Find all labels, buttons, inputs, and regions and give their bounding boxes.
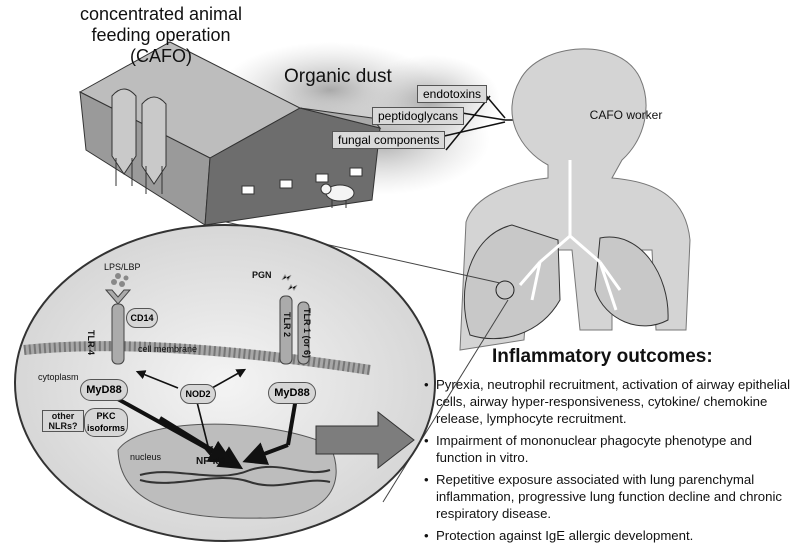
lps-label: LPS/LBP: [104, 262, 141, 272]
cytoplasm-label: cytoplasm: [38, 372, 79, 382]
pig-icon: [320, 183, 355, 208]
tlr1-label: TLR 1 (or 6): [302, 308, 312, 359]
outcome-item: Impairment of mononuclear phagocyte phen…: [422, 432, 798, 466]
myd88-right: MyD88: [268, 382, 316, 404]
outcomes-list: Pyrexia, neutrophil recruitment, activat…: [422, 376, 798, 544]
cafo-title: concentrated animal feeding operation (C…: [79, 4, 243, 66]
outcome-item: Pyrexia, neutrophil recruitment, activat…: [422, 376, 798, 427]
outcome-arrow: [315, 410, 415, 470]
myd88-left: MyD88: [80, 379, 128, 401]
cell-view: [14, 224, 436, 542]
endotoxins-box: endotoxins: [417, 85, 488, 103]
pkc-isoforms-label: PKC isoforms: [84, 408, 128, 437]
pgn-label: PGN: [252, 270, 272, 280]
peptidoglycans-box: peptidoglycans: [372, 107, 465, 125]
nod2-label: NOD2: [180, 384, 216, 404]
cd14-label: CD14: [126, 308, 158, 328]
tlr4-label: TLR 4: [86, 330, 96, 356]
inflammatory-outcomes: Inflammatory outcomes: Pyrexia, neutroph…: [422, 346, 798, 549]
fungal-components-box: fungal components: [332, 131, 446, 149]
nfkb-label: NF-κB: [196, 456, 226, 467]
outcome-item: Repetitive exposure associated with lung…: [422, 471, 798, 522]
nucleus-label: nucleus: [130, 452, 162, 462]
other-nlrs-label: other NLRs?: [42, 410, 84, 432]
silos: [111, 88, 167, 194]
organic-dust-label: Organic dust: [284, 66, 392, 87]
outcomes-title: Inflammatory outcomes:: [492, 346, 713, 367]
worker-label: CAFO worker: [589, 108, 663, 122]
worker-silhouette: [459, 48, 691, 351]
tlr2-label: TLR 2: [282, 312, 292, 338]
cell-membrane-label: cell membrane: [138, 344, 198, 354]
outcome-item: Protection against IgE allergic developm…: [422, 527, 798, 544]
